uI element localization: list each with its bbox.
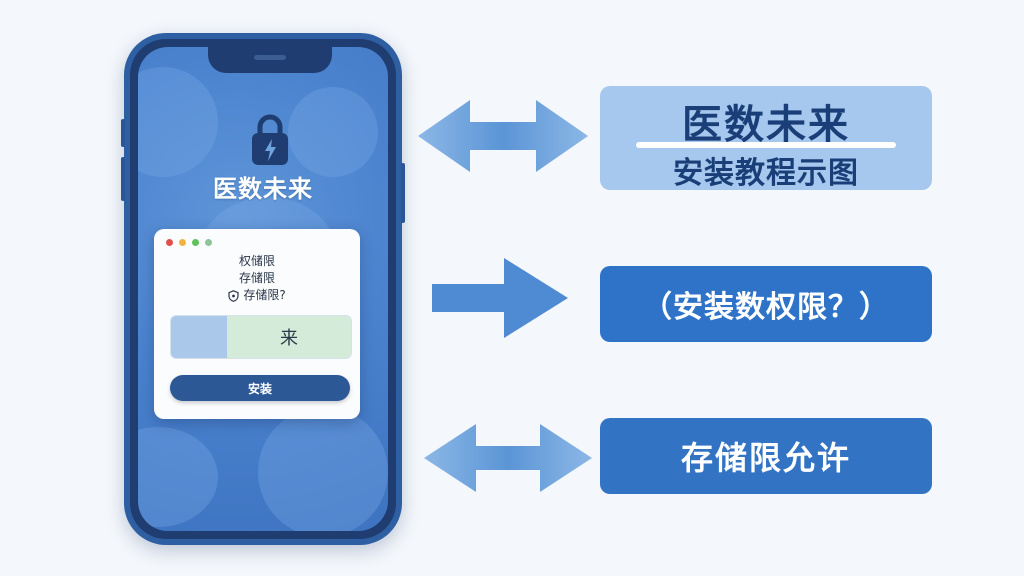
stepper-left-segment[interactable] xyxy=(171,316,227,358)
title-line-2: 安装教程示图 xyxy=(673,156,859,191)
permission-line-3: 存储限? xyxy=(243,288,286,302)
title-divider xyxy=(636,142,896,148)
permission-line-2: 存储限 xyxy=(238,271,275,285)
phone-frame: 医数未来 权储限 存储限 xyxy=(130,39,396,539)
phone-screen: 医数未来 权储限 存储限 xyxy=(138,47,388,531)
double-arrow-top xyxy=(418,100,588,172)
background-blob xyxy=(288,87,378,177)
quantity-stepper[interactable]: 来 xyxy=(170,315,352,359)
right-arrow-middle xyxy=(432,258,568,338)
app-name: 医数未来 xyxy=(213,175,313,203)
phone-side-button xyxy=(121,119,125,147)
title-line-1: 医数未来 xyxy=(682,102,850,148)
permission-line-1: 权储限 xyxy=(238,254,275,268)
phone-side-button xyxy=(121,157,125,201)
phone-mockup: 医数未来 权储限 存储限 xyxy=(121,33,405,545)
permission-label-box: （安装数权限？） xyxy=(600,266,932,342)
permission-line-3-row: 存储限? xyxy=(228,287,286,304)
storage-label-box: 存储限允许 xyxy=(600,418,932,494)
permission-dialog: 权储限 存储限 存储限? 来 安 xyxy=(154,229,360,419)
window-dot-yellow[interactable] xyxy=(179,239,186,246)
background-blob xyxy=(258,407,388,531)
install-button[interactable]: 安装 xyxy=(170,375,350,401)
phone-side-button xyxy=(401,163,405,223)
window-dot-green[interactable] xyxy=(192,239,199,246)
double-arrow-bottom xyxy=(424,424,592,492)
stepper-value[interactable]: 来 xyxy=(227,316,351,358)
permission-text: 权储限 存储限 存储限? xyxy=(154,253,360,307)
window-dots xyxy=(166,239,212,246)
window-dot-extra xyxy=(205,239,212,246)
phone-notch xyxy=(208,47,332,73)
phone-speaker xyxy=(254,55,286,60)
lock-icon xyxy=(252,114,288,165)
title-label-box: 医数未来 安装教程示图 xyxy=(600,86,932,191)
window-dot-red[interactable] xyxy=(166,239,173,246)
shield-icon xyxy=(228,289,239,302)
